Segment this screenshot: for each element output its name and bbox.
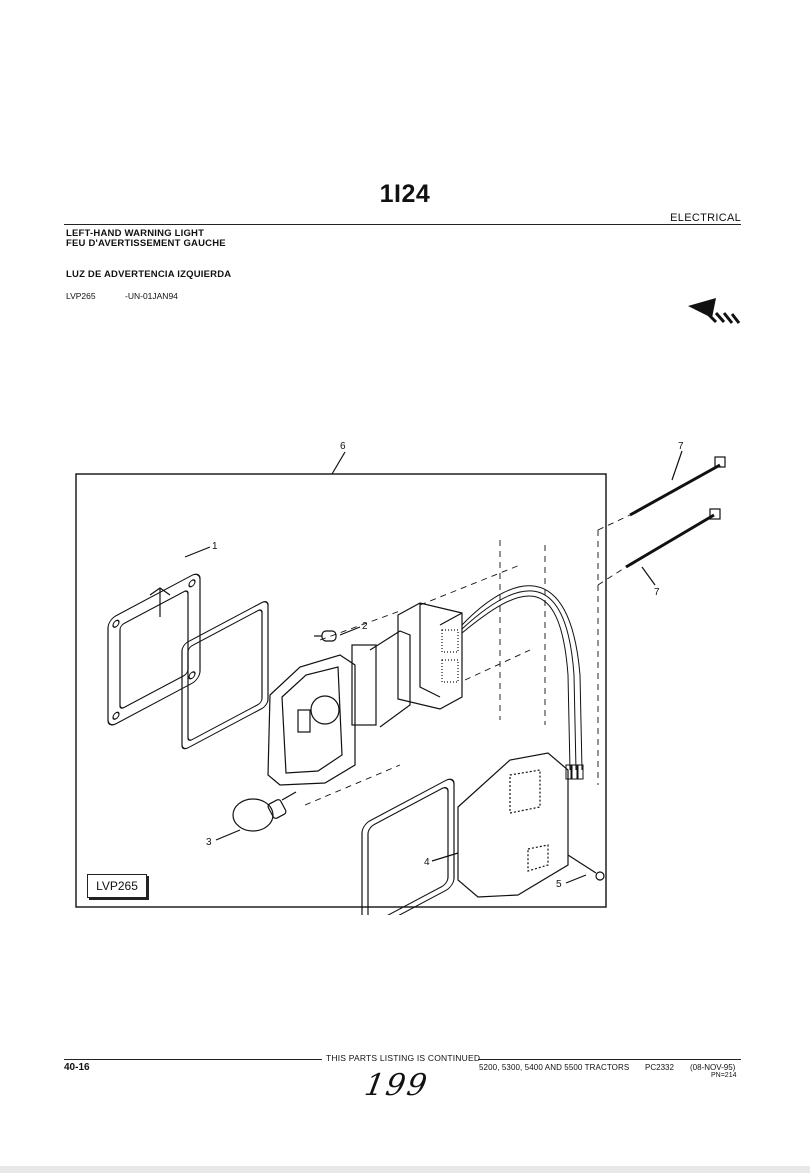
exploded-parts-diagram: 6 7 7 1 2 3 4 5 bbox=[75, 441, 726, 915]
section-title: ELECTRICAL bbox=[670, 212, 741, 224]
page-number: 40-16 bbox=[64, 1062, 90, 1073]
title-french: FEU D'AVERTISSEMENT GAUCHE bbox=[66, 238, 226, 249]
wiring-harness bbox=[461, 585, 584, 780]
part-gasket-rear bbox=[181, 600, 269, 750]
assembly-frame bbox=[75, 473, 607, 908]
callout-6: 6 bbox=[340, 441, 346, 452]
scan-edge bbox=[0, 1166, 810, 1173]
direction-arrow-icon bbox=[688, 298, 741, 324]
callout-4: 4 bbox=[424, 857, 430, 868]
part-connector-box bbox=[397, 602, 463, 710]
part-4-lens bbox=[457, 752, 569, 898]
part-2-small-bulb bbox=[314, 630, 337, 642]
title-spanish: LUZ DE ADVERTENCIA IZQUIERDA bbox=[66, 269, 232, 280]
figure-label: LVP265 bbox=[87, 874, 147, 898]
figure-reference: LVP265 bbox=[66, 291, 96, 301]
serial-note: -UN-01JAN94 bbox=[125, 291, 178, 301]
part-1-bezel bbox=[107, 573, 201, 726]
footer-rule-left bbox=[64, 1059, 322, 1060]
callout-5: 5 bbox=[556, 879, 562, 890]
handwritten-page-number: 199 bbox=[361, 1068, 432, 1103]
pn-number: PN=214 bbox=[711, 1072, 737, 1079]
callout-7-upper: 7 bbox=[678, 441, 684, 452]
callout-1: 1 bbox=[212, 541, 218, 552]
part-gasket-front bbox=[361, 778, 455, 915]
revision-date: (08-NOV-95) bbox=[690, 1063, 736, 1072]
catalog-number: PC2332 bbox=[645, 1063, 674, 1072]
callout-7-lower: 7 bbox=[654, 587, 660, 598]
header-rule bbox=[64, 224, 741, 225]
page-code: 1I24 bbox=[379, 180, 431, 208]
callout-3: 3 bbox=[206, 837, 212, 848]
callout-2: 2 bbox=[362, 621, 368, 632]
part-5-screw bbox=[567, 854, 605, 881]
alignment-guides bbox=[304, 514, 631, 806]
part-lamp-housing bbox=[267, 630, 411, 786]
title-english: LEFT-HAND WARNING LIGHT bbox=[66, 228, 205, 239]
tractor-models: 5200, 5300, 5400 AND 5500 TRACTORS bbox=[479, 1063, 630, 1072]
continued-note: THIS PARTS LISTING IS CONTINUED bbox=[326, 1053, 481, 1063]
part-3-bulb bbox=[232, 791, 297, 832]
footer-rule-right bbox=[478, 1059, 741, 1060]
part-7-bolts bbox=[625, 456, 726, 569]
